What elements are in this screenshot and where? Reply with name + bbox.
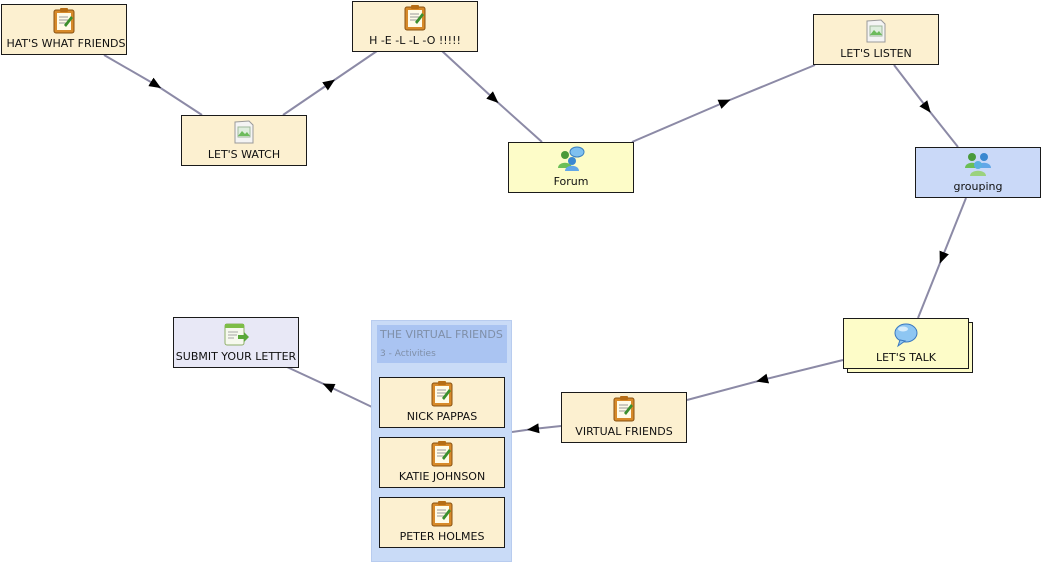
transition-line [282,50,378,116]
notebook-icon [404,5,426,31]
activity-label: KATIE JOHNSON [398,470,486,483]
group-subtitle: 3 - Activities [380,349,436,359]
notebook-icon [431,381,453,407]
activity-hello[interactable]: H -E -L -L -O !!!!! [352,1,478,52]
notebook-icon [431,441,453,467]
transition-line [686,359,844,401]
image-page-icon [234,120,254,144]
activity-label: Forum [553,175,589,188]
activity-label: VIRTUAL FRIENDS [575,425,673,438]
activity-label: LET'S WATCH [207,148,281,161]
activity-grouping[interactable]: grouping [915,147,1041,198]
transition-line [103,54,203,116]
notebook-icon [431,501,453,527]
submit-file-icon [224,323,249,346]
activity-label: LET'S LISTEN [840,47,912,60]
activity-label: H -E -L -L -O !!!!! [369,34,461,47]
activity-label: HAT'S WHAT FRIENDS [6,37,126,50]
group-icon [965,153,991,176]
activity-forum[interactable]: Forum [508,142,634,193]
activity-label: SUBMIT YOUR LETTER [175,350,297,363]
transition-line [917,197,967,319]
image-page-icon [866,19,886,43]
notebook-icon [613,396,635,422]
activity-peter-holmes[interactable]: PETER HOLMES [379,497,505,548]
activity-katie-johnson[interactable]: KATIE JOHNSON [379,437,505,488]
notebook-icon [53,8,75,34]
transition-line [511,423,562,434]
activity-whats-what-friends[interactable]: HAT'S WHAT FRIENDS [1,4,127,55]
activity-virtual-friends[interactable]: VIRTUAL FRIENDS [561,392,687,443]
transition-line [441,50,543,143]
activity-lets-watch[interactable]: LET'S WATCH [181,115,307,166]
activity-submit-letter[interactable]: SUBMIT YOUR LETTER [173,317,299,368]
activity-lets-listen[interactable]: LET'S LISTEN [813,14,939,65]
group-header: THE VIRTUAL FRIENDS 3 - Activities [377,325,507,363]
activity-label: NICK PAPPAS [406,410,478,423]
speech-bubble-icon [894,323,918,348]
transition-line [631,64,816,143]
group-title: THE VIRTUAL FRIENDS [380,328,503,341]
activity-nick-pappas[interactable]: NICK PAPPAS [379,377,505,428]
transition-line [286,366,373,408]
activity-label: LET'S TALK [875,351,937,364]
activity-label: grouping [953,180,1003,193]
activity-lets-talk[interactable]: LET'S TALK [843,318,969,369]
transition-line [893,64,959,148]
activity-label: PETER HOLMES [399,530,485,543]
forum-icon [558,146,585,171]
